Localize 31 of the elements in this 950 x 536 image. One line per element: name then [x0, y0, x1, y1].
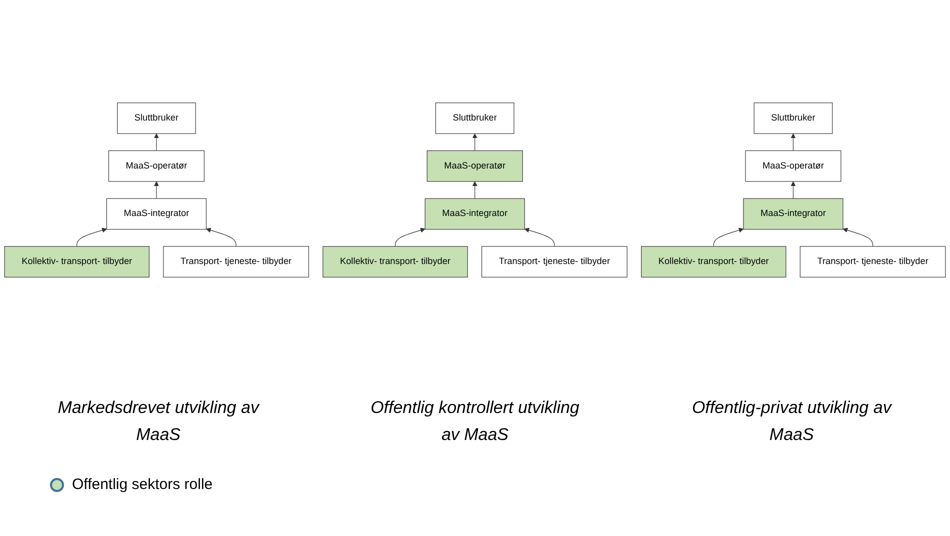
node-box: Transport- tjeneste- tilbyder [163, 246, 309, 278]
arrow [790, 181, 796, 199]
node-box: Sluttbruker [435, 102, 514, 134]
node-box: Kollektiv- transport- tilbyder [322, 246, 468, 278]
node-box: MaaS-integrator [106, 198, 206, 230]
arrow [472, 181, 478, 199]
arrow [842, 228, 874, 247]
caption-text: Offentlig kontrollert utvikling av MaaS [370, 397, 580, 446]
caption-text: Offentlig-privat utvikling av MaaS [690, 397, 893, 446]
legend-text: Offentlig sektors rolle [72, 476, 213, 494]
arrow [76, 228, 107, 247]
node-box: Transport- tjeneste- tilbyder [482, 246, 628, 278]
arrow [524, 228, 555, 247]
node-box: MaaS-operatør [426, 150, 523, 182]
arrow [790, 133, 796, 151]
node-box: Kollektiv- transport- tilbyder [4, 246, 150, 278]
node-box: Kollektiv- transport- tilbyder [641, 246, 786, 278]
node-box: MaaS-integrator [743, 198, 844, 230]
node-box: MaaS-operatør [745, 150, 842, 182]
caption-text: Markedsdrevet utvikling av MaaS [56, 397, 261, 446]
node-box: Transport- tjeneste- tilbyder [800, 246, 946, 278]
arrow [154, 181, 159, 199]
arrow [394, 228, 426, 247]
node-box: Sluttbruker [754, 102, 833, 134]
arrow [206, 228, 236, 247]
arrow [713, 228, 744, 247]
arrow [154, 133, 159, 151]
node-box: Sluttbruker [117, 102, 196, 134]
arrow [472, 133, 478, 151]
node-box: MaaS-operatør [108, 150, 204, 182]
node-box: MaaS-integrator [424, 198, 525, 230]
